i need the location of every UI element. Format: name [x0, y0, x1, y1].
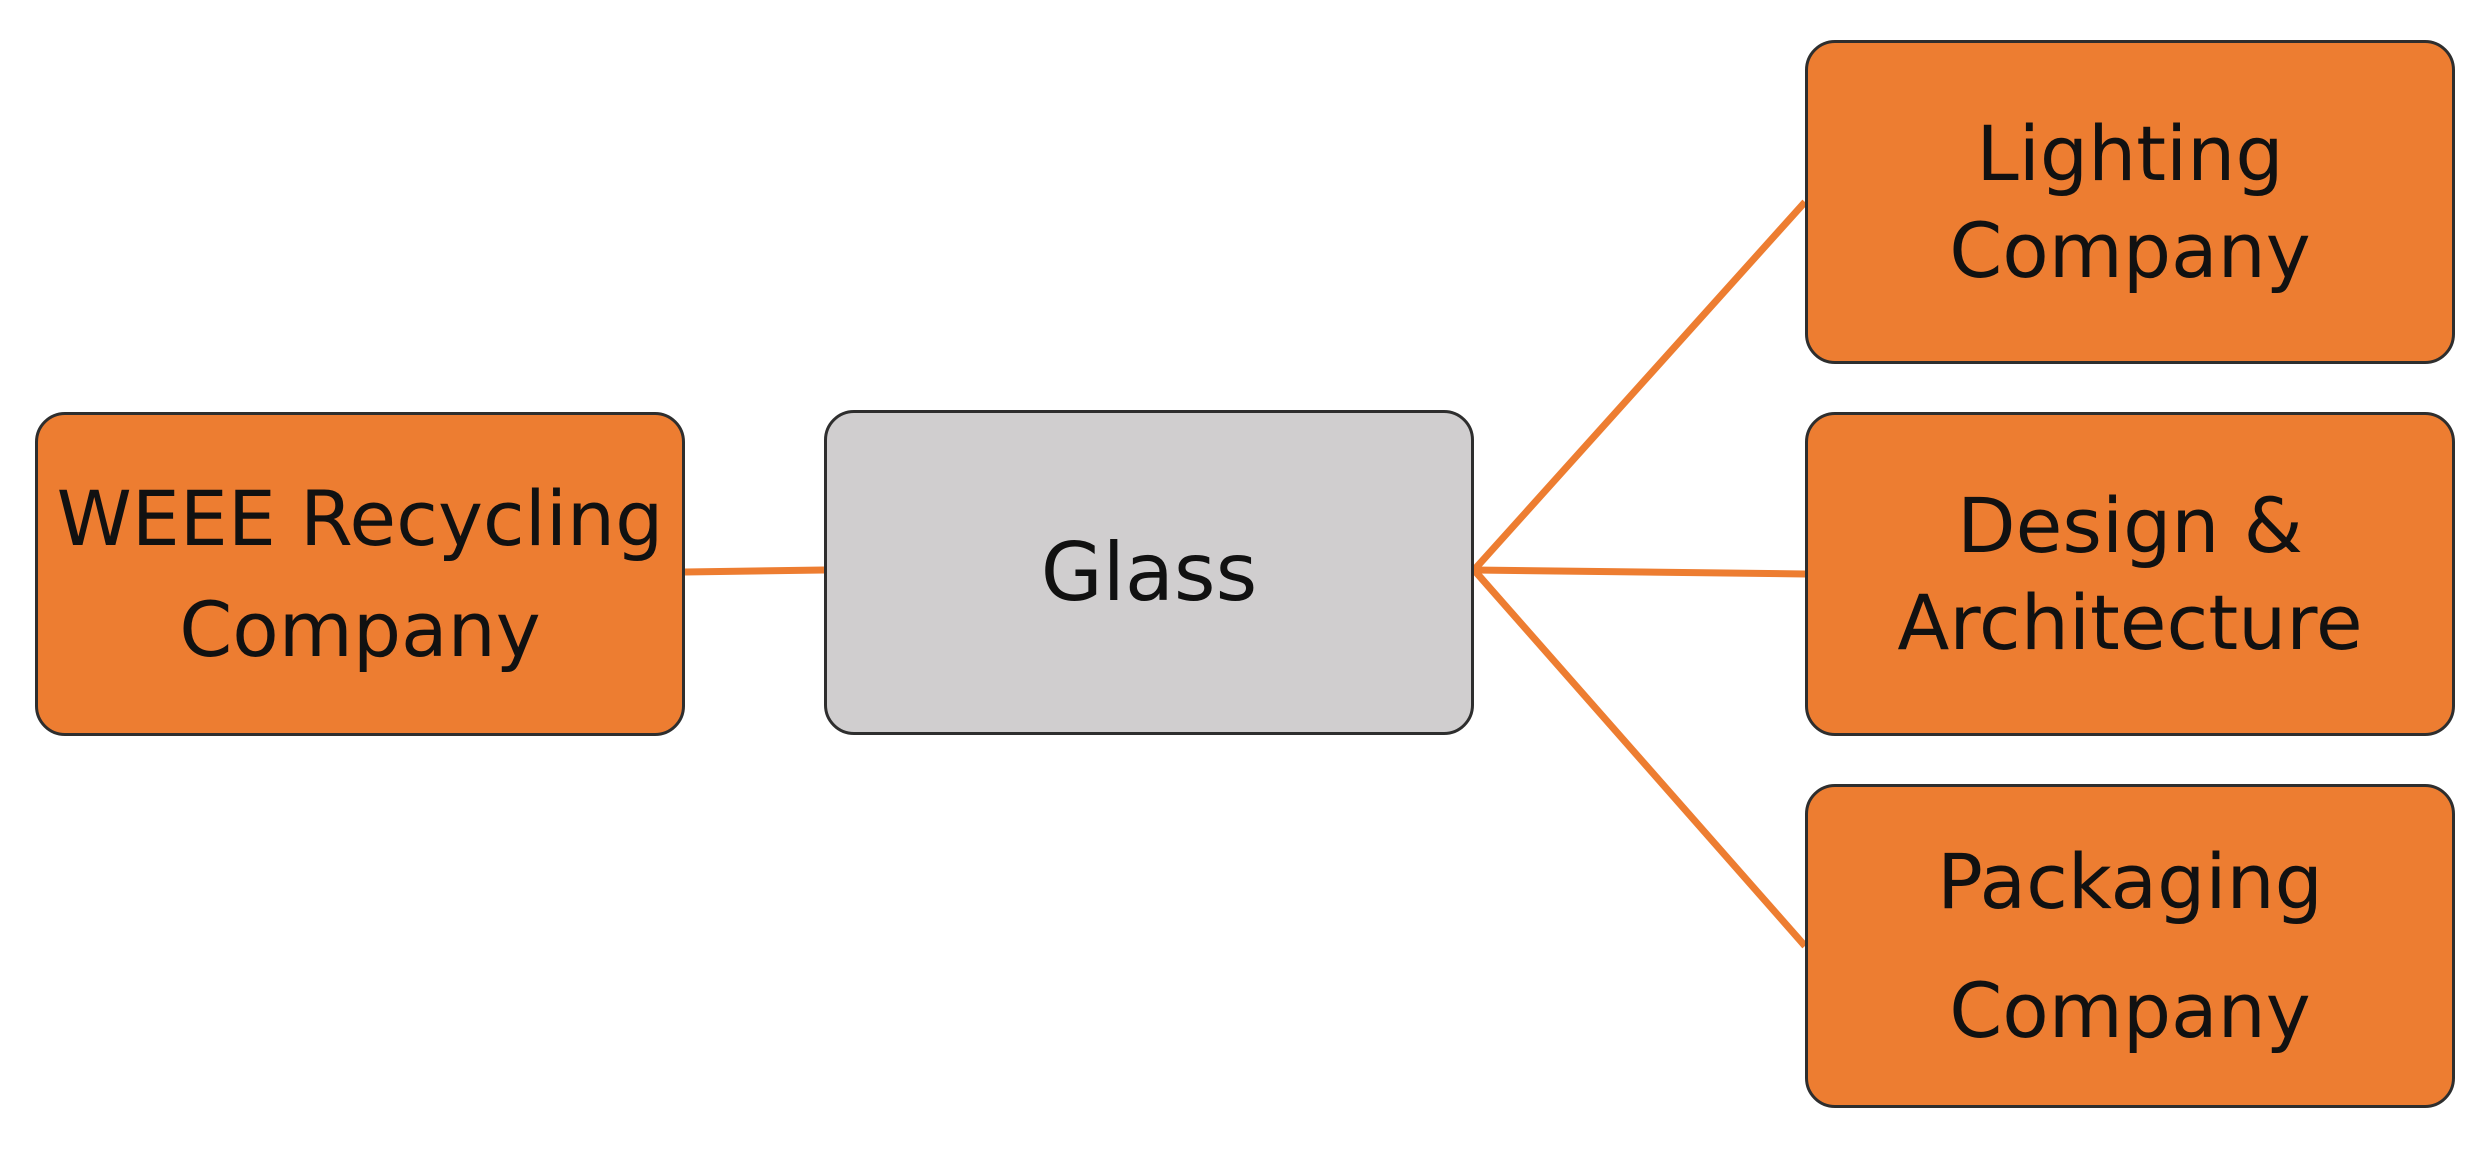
node-design-architecture: Design & Architecture [1805, 412, 2455, 736]
node-label-line2: Company [1949, 966, 2311, 1055]
node-label-line2: Architecture [1897, 578, 2363, 667]
node-weee-recycling-company: WEEE Recycling Company [35, 412, 685, 736]
node-lighting-company: Lighting Company [1805, 40, 2455, 364]
connector-weee-glass [684, 566, 825, 576]
node-label-line2: Company [179, 585, 541, 674]
connector-glass-lighting [1471, 199, 1808, 573]
node-label-line1: WEEE Recycling [56, 474, 664, 563]
node-label-line1: Lighting [1976, 109, 2284, 198]
node-label-line1: Design & [1957, 481, 2303, 570]
node-packaging-company: Packaging Company [1805, 784, 2455, 1108]
connector-glass-packaging [1471, 567, 1808, 949]
node-glass: Glass [824, 410, 1474, 735]
node-label: Glass [1040, 526, 1258, 619]
connector-glass-design [1473, 566, 1806, 578]
node-label-line2: Company [1949, 206, 2311, 295]
node-label-line1: Packaging [1937, 837, 2323, 926]
